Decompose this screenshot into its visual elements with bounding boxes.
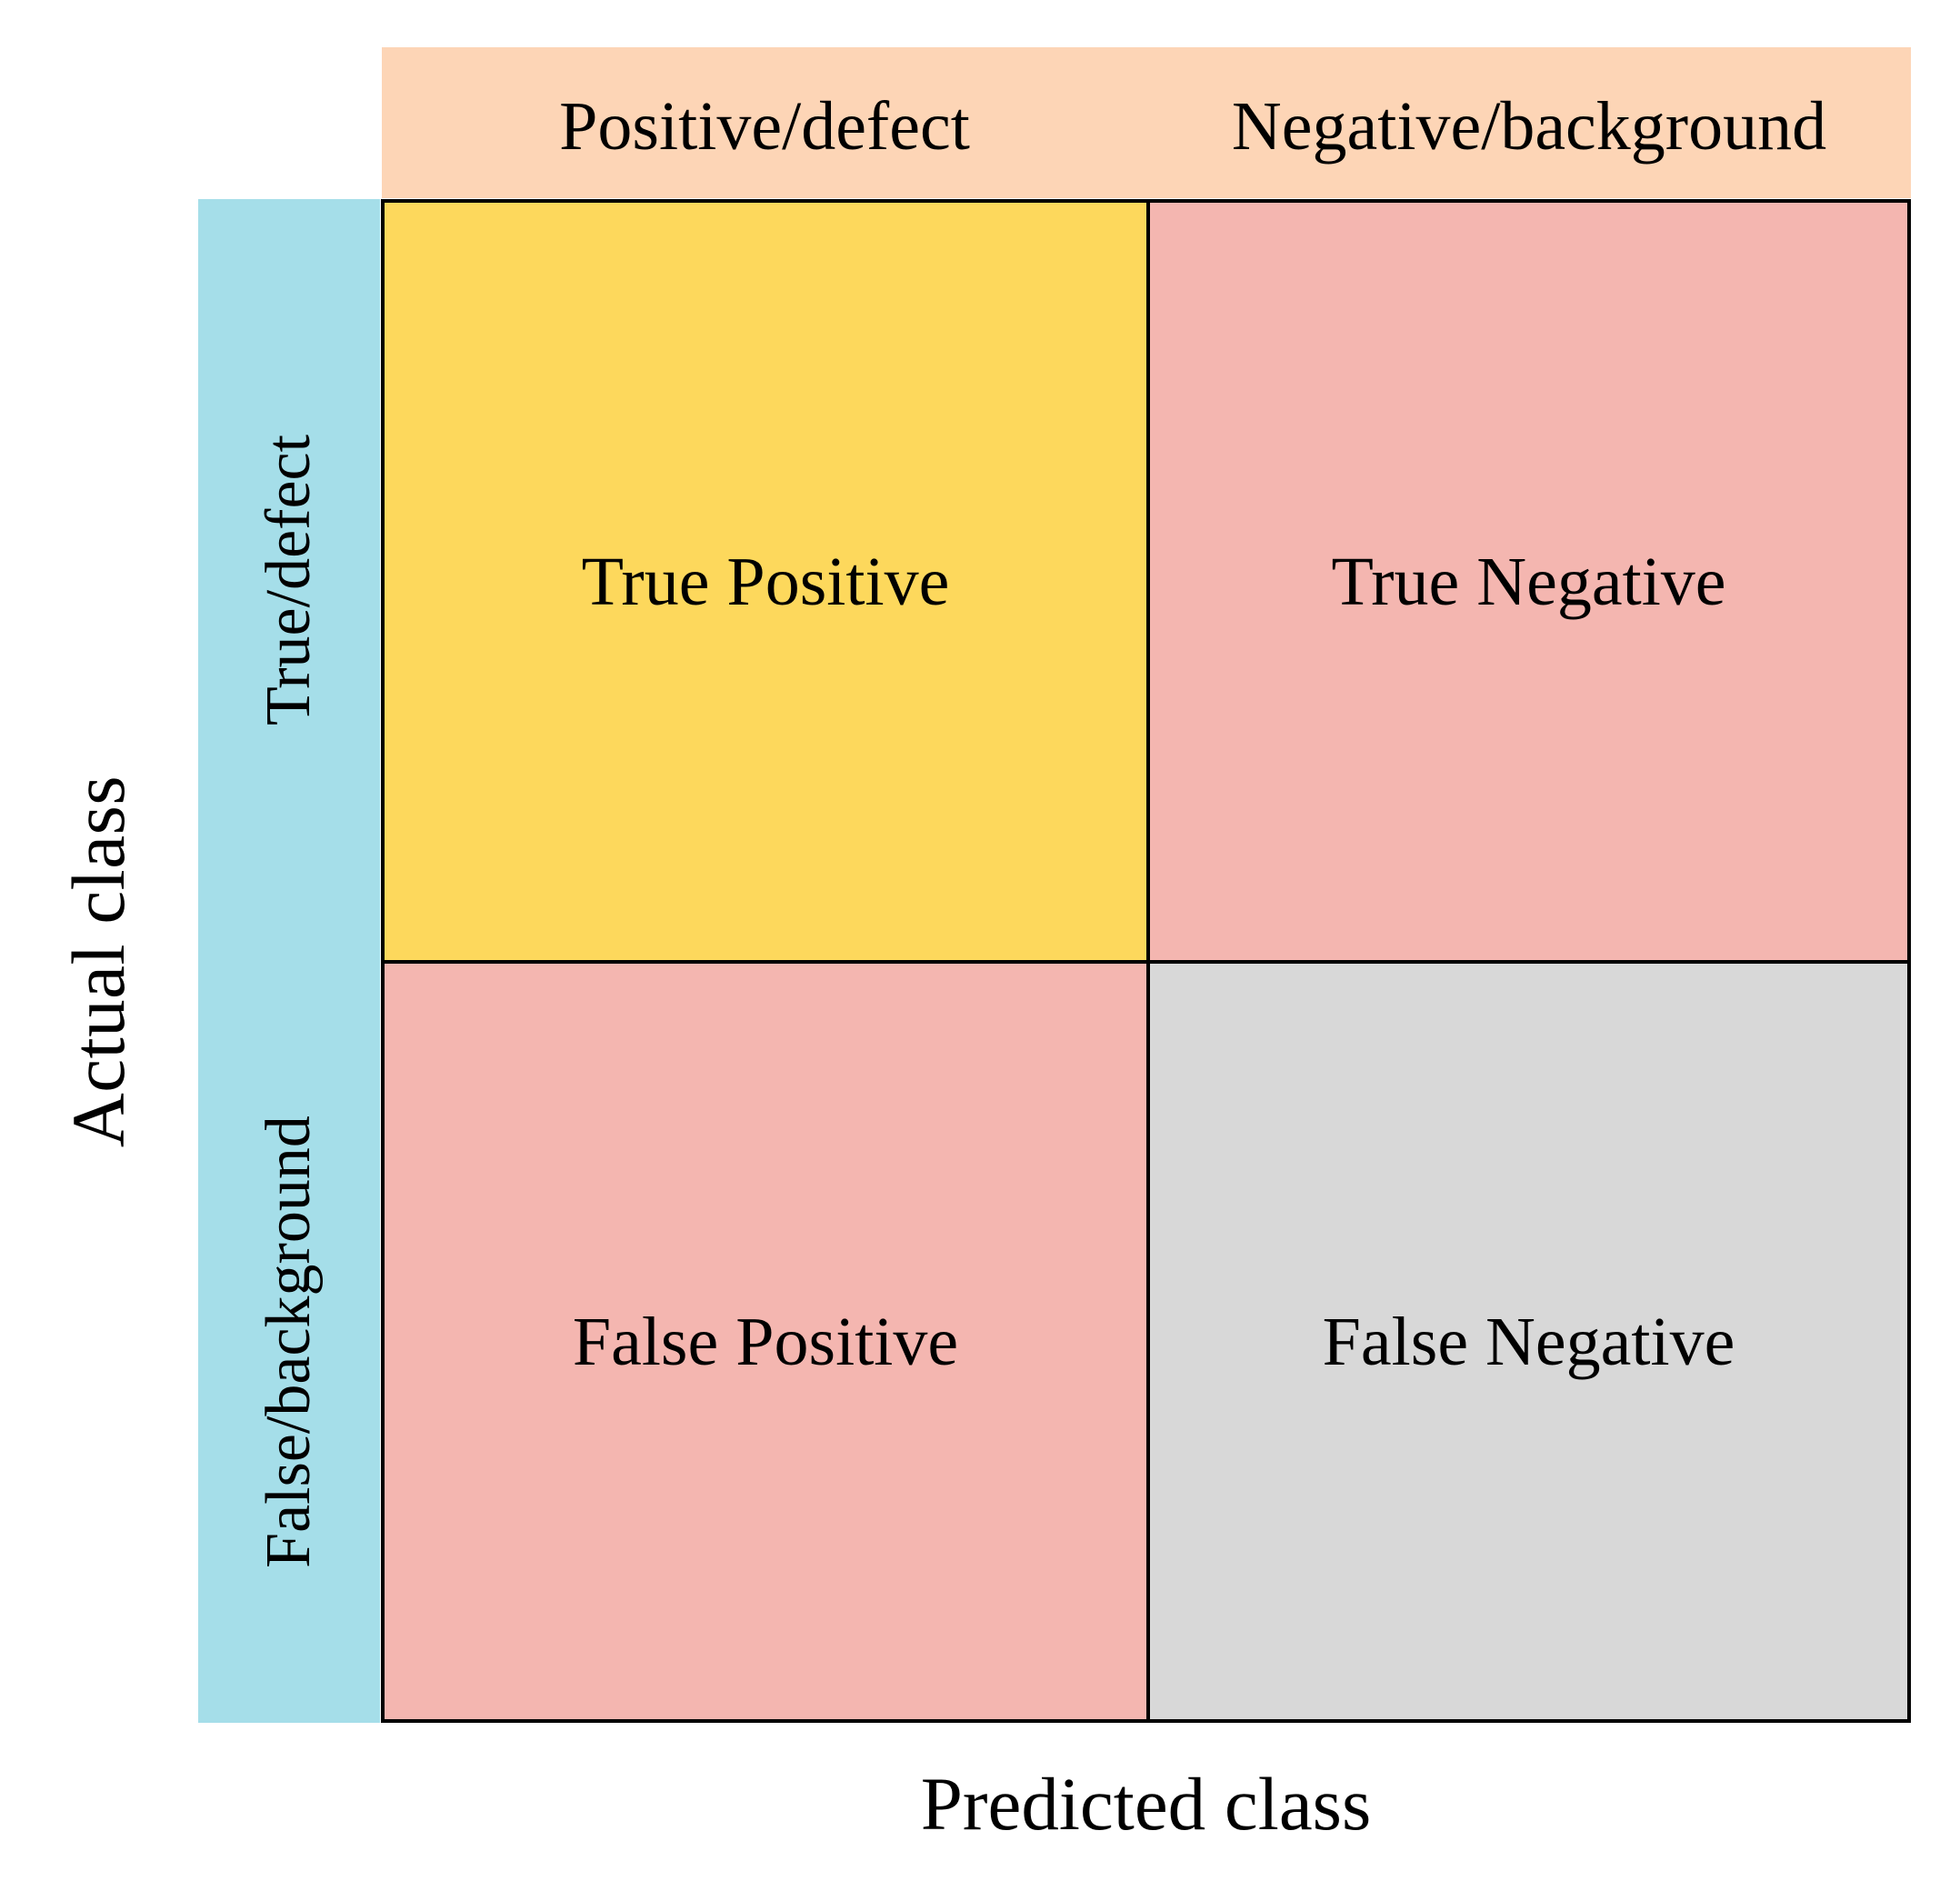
matrix-cell-false-negative: False Negative	[1150, 964, 1907, 1719]
column-header-negative-background-label: Negative/background	[1231, 88, 1827, 165]
matrix-cell-false-negative-label: False Negative	[1322, 1303, 1735, 1380]
matrix-cell-true-positive-label: True Positive	[581, 543, 950, 620]
matrix-cell-true-negative-label: True Negative	[1331, 543, 1726, 620]
matrix-cell-true-positive: True Positive	[385, 203, 1150, 964]
actual-class-axis-title: Actual class	[0, 199, 198, 1723]
confusion-matrix-grid: True Positive True Negative False Positi…	[381, 199, 1911, 1723]
matrix-cell-false-positive-label: False Positive	[572, 1303, 959, 1380]
column-header-negative-background: Negative/background	[1147, 47, 1911, 198]
column-header-positive-defect-label: Positive/defect	[559, 88, 970, 165]
row-header-true-defect-label: True/defect	[254, 434, 324, 725]
matrix-cell-true-negative: True Negative	[1150, 203, 1907, 964]
column-header-band: Positive/defect Negative/background	[382, 47, 1911, 198]
actual-class-axis-label: Actual class	[56, 775, 141, 1147]
predicted-class-axis-title: Predicted class	[920, 1762, 1372, 1846]
row-header-false-background-label: False/background	[254, 1115, 324, 1568]
row-label-band: True/defect False/background	[198, 199, 380, 1723]
column-header-positive-defect: Positive/defect	[382, 47, 1147, 198]
row-header-true-defect: True/defect	[198, 199, 380, 960]
row-header-false-background: False/background	[198, 960, 380, 1723]
matrix-cell-false-positive: False Positive	[385, 964, 1150, 1719]
